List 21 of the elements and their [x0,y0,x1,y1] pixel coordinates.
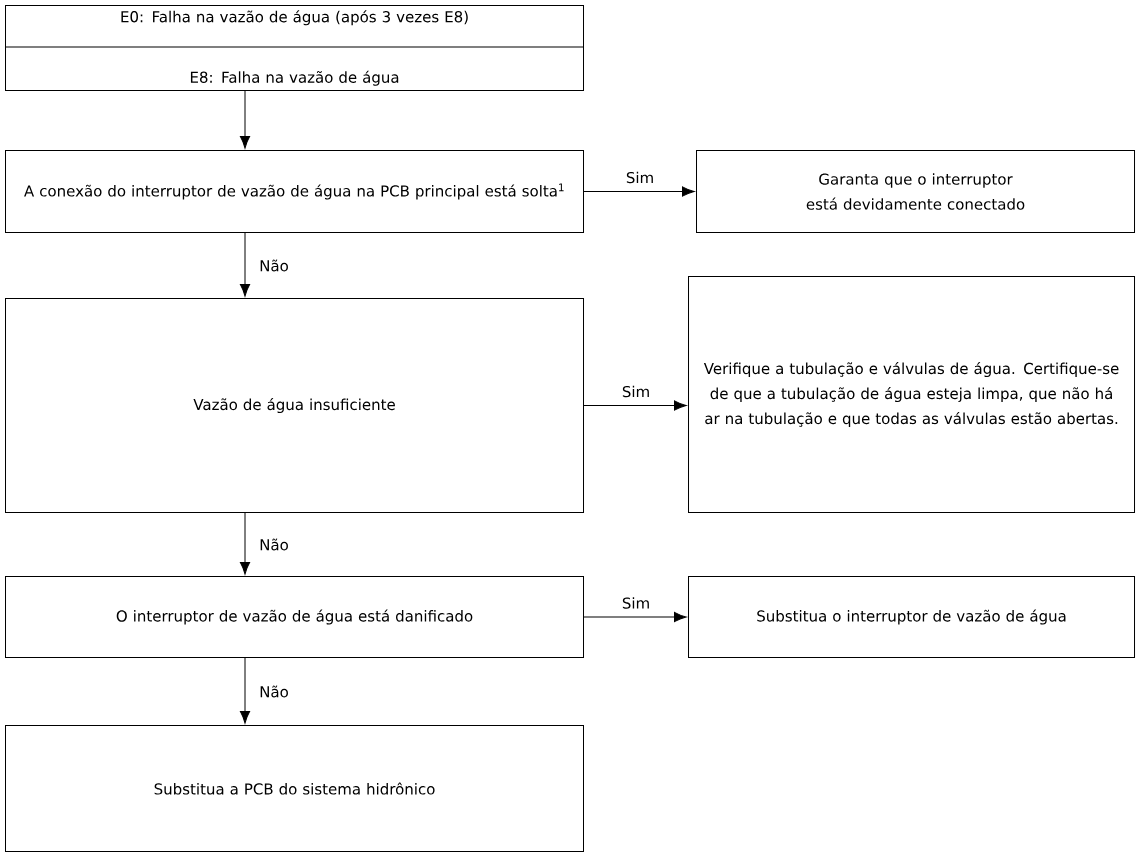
edge-label: Não [260,685,288,698]
edge-label: Não [260,538,288,551]
edge-label: Não [260,259,288,272]
arrow [583,611,687,623]
process-box: Vazão de água insuficiente [5,298,584,513]
arrow [239,90,251,149]
edge-label: Sim [626,171,653,184]
arrow [583,186,695,197]
process-box: Substitua a PCB do sistema hidrônico [5,725,584,852]
process-box: Substitua o interruptor de vazão de água [688,576,1135,658]
process-box: Garanta que o interruptor está devidamente conectado [696,150,1135,233]
arrow [239,512,251,575]
arrow [239,232,251,297]
edge-label: Sim [622,597,649,609]
process-box: E0: Falha na vazão de água (após 3 vezes E8) E8: Falha na vazão de água [4,5,584,91]
process-box: Verifique a tubulação e válvulas de água. Certifique-se de que a tubulação de água esteja limpa, que não há ar na tubulação e que todas as válvulas estão abertas. [688,276,1135,513]
arrow [239,657,251,724]
arrow [583,400,687,411]
edge-label: Sim [622,385,649,398]
process-box: O interruptor de vazão de água está danificado [5,576,584,658]
process-box: A conexão do interruptor de vazão de água na PCB principal está solta$^{1}$ [5,150,584,233]
